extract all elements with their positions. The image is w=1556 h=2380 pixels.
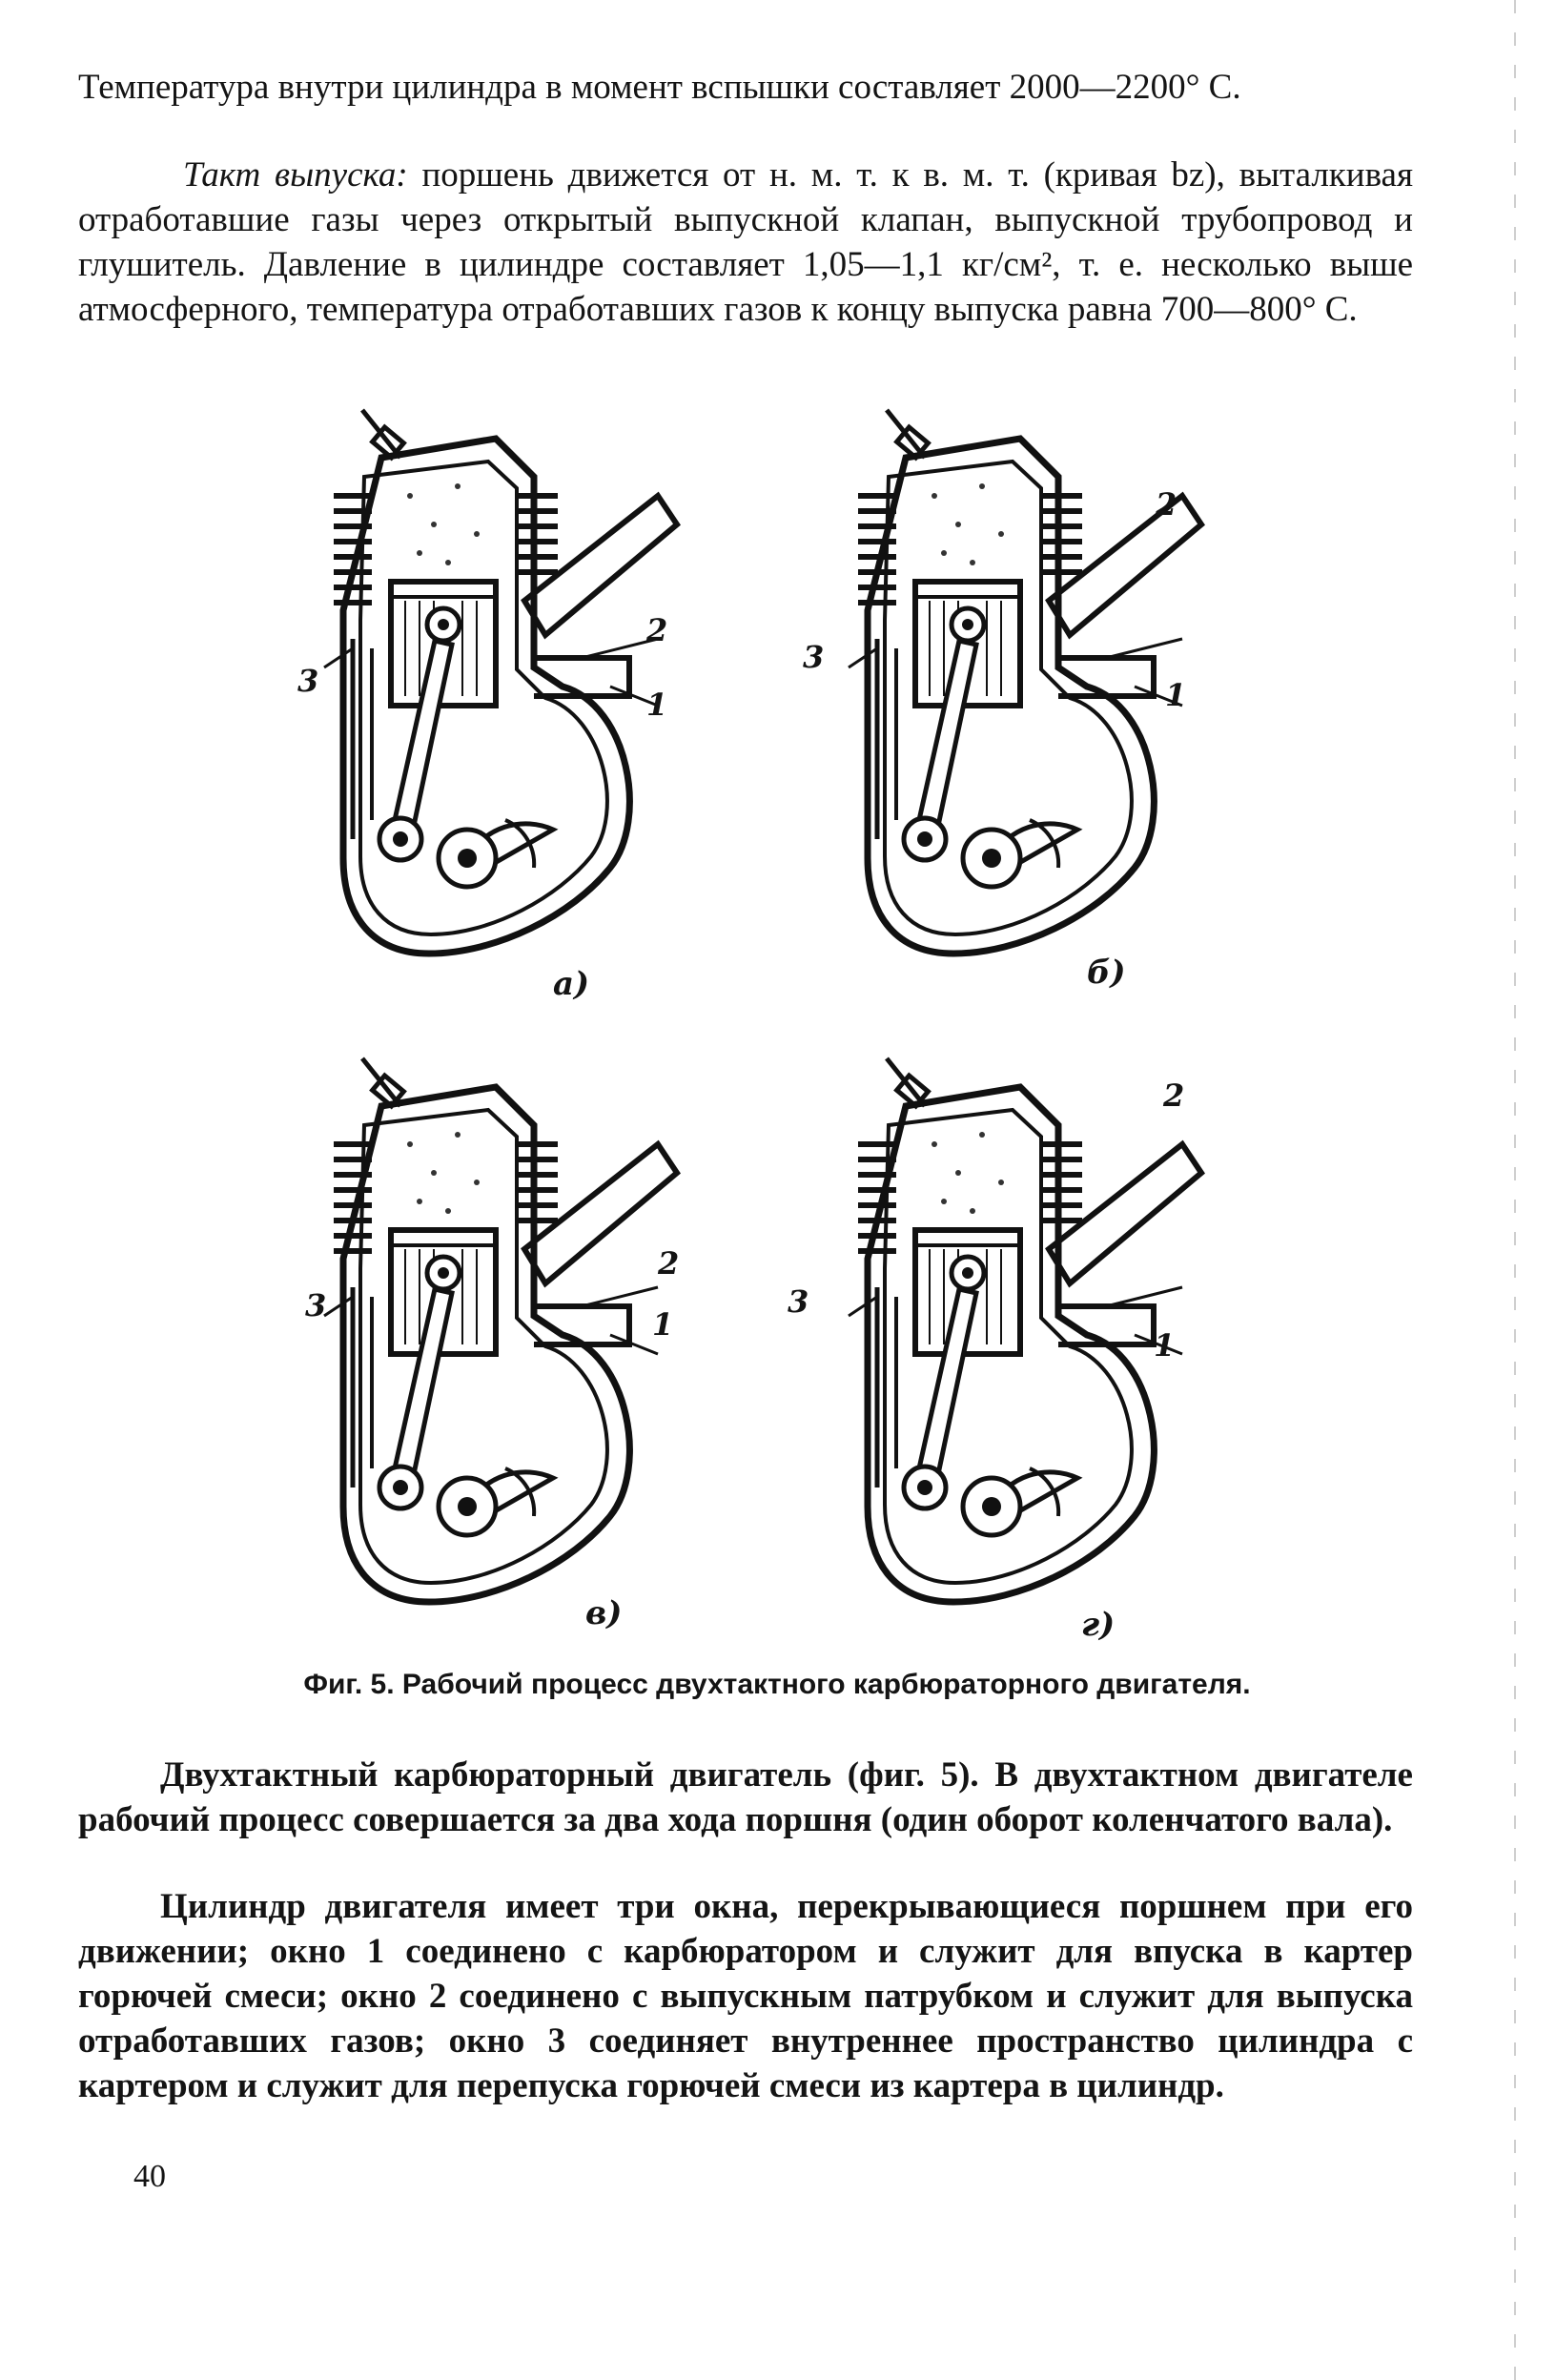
label-window-1-b: 1: [1165, 677, 1187, 713]
panel-label-v: в): [585, 1594, 623, 1632]
label-window-1-v: 1: [652, 1306, 674, 1343]
exhaust-stroke-text: поршень движется от н. м. т. к в. м. т. …: [78, 155, 1413, 329]
page-edge-line: [1514, 0, 1516, 2380]
two-stroke-intro-text: (фиг. 5). В двухтактном двигателе рабочи…: [78, 1755, 1413, 1839]
label-window-3-a: 3: [297, 663, 319, 699]
figure-caption: Фиг. 5. Рабочий процесс двухтактного кар…: [303, 1669, 1251, 1700]
figure-two-stroke-engine: 2 1 3 а) 2 1 3 б) 2 1 3 в) 2 1 3 г): [0, 400, 1556, 1669]
label-window-3-b: 3: [803, 639, 825, 675]
engine-diagram-g: [849, 1058, 1201, 1602]
label-window-1-g: 1: [1154, 1327, 1176, 1364]
label-window-2-g: 2: [1163, 1077, 1185, 1114]
label-window-2-b: 2: [1156, 486, 1177, 523]
paragraph-cylinder-windows: Цилиндр двигателя имеет три окна, перекр…: [78, 1887, 1413, 2105]
panel-label-g: г): [1081, 1606, 1116, 1644]
engine-diagram-a: [324, 410, 677, 954]
two-stroke-heading: Двухтактный карбюраторный двигатель: [160, 1755, 832, 1795]
label-window-2-v: 2: [658, 1245, 680, 1282]
panel-label-a: а): [553, 965, 590, 1003]
paragraph-two-stroke-intro: Двухтактный карбюраторный двигатель (фиг…: [78, 1753, 1413, 1842]
paragraph-temperature: Температура внутри цилиндра в момент всп…: [78, 68, 1241, 107]
label-window-1-a: 1: [646, 687, 668, 723]
engine-diagram-b: [849, 410, 1201, 954]
label-window-3-v: 3: [305, 1287, 327, 1323]
page-number: 40: [133, 2159, 166, 2194]
label-window-2-a: 2: [646, 612, 668, 648]
engine-diagram-v: [324, 1058, 677, 1602]
engine-diagrams: [0, 400, 1556, 1669]
exhaust-stroke-term: Такт выпуска:: [183, 155, 408, 195]
label-window-3-g: 3: [788, 1283, 809, 1320]
paragraph-exhaust-stroke: Такт выпуска: поршень движется от н. м. …: [78, 153, 1413, 332]
panel-label-b: б): [1087, 954, 1126, 992]
